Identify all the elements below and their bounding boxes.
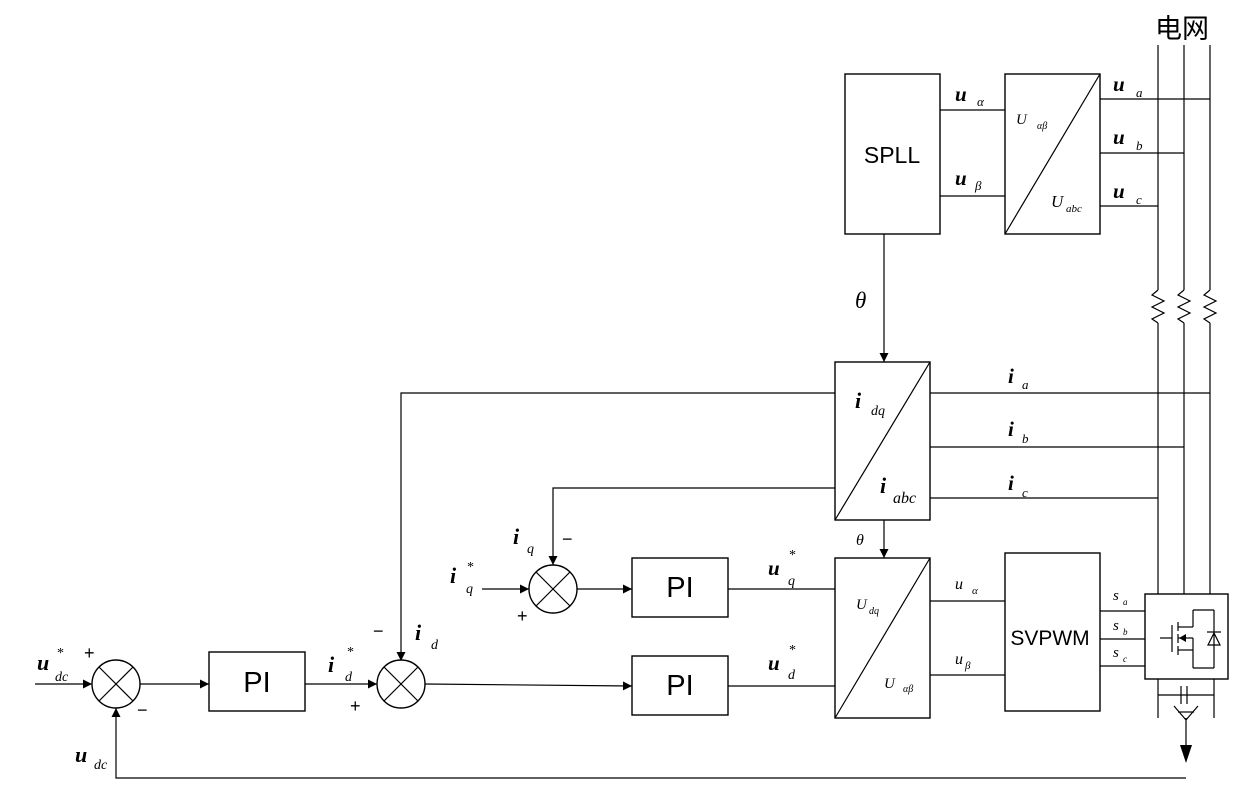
svg-text:U: U bbox=[856, 597, 868, 613]
label-svpwm-u-beta: u bbox=[955, 651, 963, 668]
sign-minus-dc: − bbox=[137, 700, 148, 720]
pi-d-controller: PI bbox=[631, 655, 729, 716]
label-sa: s bbox=[1113, 588, 1119, 604]
label-ub: u bbox=[1113, 125, 1125, 149]
svg-text:b: b bbox=[1022, 431, 1029, 446]
label-theta-2: θ bbox=[856, 532, 864, 549]
label-udc: u bbox=[75, 742, 87, 767]
grid-phase-lines bbox=[1150, 45, 1218, 594]
label-u-beta: u bbox=[955, 166, 967, 190]
sum-junction-q bbox=[528, 564, 578, 614]
spll-block: SPLL bbox=[844, 73, 941, 235]
svg-text:α: α bbox=[977, 94, 985, 109]
sign-plus-dc: + bbox=[84, 643, 95, 663]
ground-icon bbox=[1173, 705, 1199, 721]
label-ia: i bbox=[1008, 364, 1014, 388]
label-sc: s bbox=[1113, 645, 1119, 661]
svg-text:d: d bbox=[788, 668, 796, 683]
svg-text:q: q bbox=[788, 574, 795, 589]
dq-to-alphabeta-block: U dq U αβ bbox=[834, 557, 931, 719]
label-iq: i bbox=[513, 524, 520, 549]
svg-text:PI: PI bbox=[666, 670, 693, 702]
sign-plus-q: + bbox=[517, 606, 528, 626]
svpwm-block: SVPWM bbox=[1004, 552, 1101, 712]
label-udc-ref: u bbox=[37, 650, 49, 675]
svg-text:*: * bbox=[789, 548, 796, 563]
label-ic: i bbox=[1008, 471, 1014, 495]
resistor-icon bbox=[1176, 289, 1192, 324]
pi-q-controller: PI bbox=[631, 557, 729, 618]
svg-text:*: * bbox=[347, 645, 354, 660]
svg-text:*: * bbox=[467, 560, 474, 575]
dc-link bbox=[1157, 679, 1215, 763]
svg-text:PI: PI bbox=[243, 667, 270, 699]
svg-text:c: c bbox=[1136, 192, 1142, 207]
svg-text:q: q bbox=[527, 542, 534, 557]
svg-text:β: β bbox=[964, 660, 971, 672]
svg-text:U: U bbox=[1016, 112, 1028, 128]
svg-text:dq: dq bbox=[869, 606, 879, 617]
svg-text:a: a bbox=[1022, 377, 1029, 392]
svg-text:c: c bbox=[1123, 654, 1127, 664]
label-iq-ref: i bbox=[450, 563, 457, 588]
svg-text:d: d bbox=[431, 638, 439, 653]
svg-text:U: U bbox=[884, 676, 896, 692]
svg-text:αβ: αβ bbox=[903, 684, 913, 695]
diode-icon bbox=[1207, 610, 1221, 668]
svg-text:i: i bbox=[855, 388, 862, 413]
svg-text:SPLL: SPLL bbox=[864, 142, 920, 168]
svg-text:*: * bbox=[57, 646, 64, 661]
svg-text:abc: abc bbox=[893, 490, 916, 507]
resistor-icon bbox=[1150, 289, 1166, 324]
svg-text:dq: dq bbox=[871, 404, 885, 419]
resistor-icon bbox=[1202, 289, 1218, 324]
pi-voltage-controller: PI bbox=[208, 651, 306, 712]
label-id-ref: i bbox=[328, 652, 335, 677]
svg-text:d: d bbox=[345, 670, 353, 685]
svg-text:b: b bbox=[1136, 138, 1143, 153]
sign-minus-q: − bbox=[562, 529, 573, 549]
svg-text:dc: dc bbox=[55, 670, 69, 685]
svg-text:i: i bbox=[880, 473, 887, 498]
mosfet-icon bbox=[1160, 609, 1214, 669]
svg-text:β: β bbox=[974, 178, 982, 193]
svg-text:a: a bbox=[1123, 597, 1128, 607]
svg-text:a: a bbox=[1136, 85, 1143, 100]
label-theta-1: θ bbox=[855, 288, 866, 313]
inverter-block bbox=[1144, 593, 1229, 680]
svg-text:b: b bbox=[1123, 627, 1128, 637]
svg-text:U: U bbox=[1051, 192, 1065, 211]
svg-text:αβ: αβ bbox=[1037, 121, 1047, 132]
svg-text:α: α bbox=[972, 585, 978, 597]
label-ua: u bbox=[1113, 72, 1125, 96]
sign-minus-d: − bbox=[373, 621, 384, 641]
sum-junction-d bbox=[376, 659, 426, 709]
svg-text:dc: dc bbox=[94, 758, 108, 773]
label-sb: s bbox=[1113, 618, 1119, 634]
label-svpwm-u-alpha: u bbox=[955, 576, 963, 593]
sum-junction-dc bbox=[91, 659, 141, 709]
svg-text:abc: abc bbox=[1066, 203, 1082, 215]
label-uc: u bbox=[1113, 179, 1125, 203]
label-uq-ref: u bbox=[768, 556, 780, 580]
grid-label: 电网 bbox=[1155, 14, 1209, 44]
abc-to-alphabeta-block: U αβ U abc bbox=[1004, 73, 1101, 235]
abc-to-dq-block: i dq i abc bbox=[834, 361, 931, 521]
sign-plus-d: + bbox=[350, 696, 361, 716]
svg-text:*: * bbox=[789, 643, 796, 658]
svg-text:c: c bbox=[1022, 485, 1028, 500]
label-u-alpha: u bbox=[955, 82, 967, 106]
svg-text:PI: PI bbox=[666, 572, 693, 604]
svg-text:q: q bbox=[466, 582, 473, 597]
label-id: i bbox=[415, 620, 422, 645]
label-ib: i bbox=[1008, 417, 1014, 441]
svg-text:SVPWM: SVPWM bbox=[1010, 627, 1089, 650]
label-ud-ref: u bbox=[768, 651, 780, 675]
